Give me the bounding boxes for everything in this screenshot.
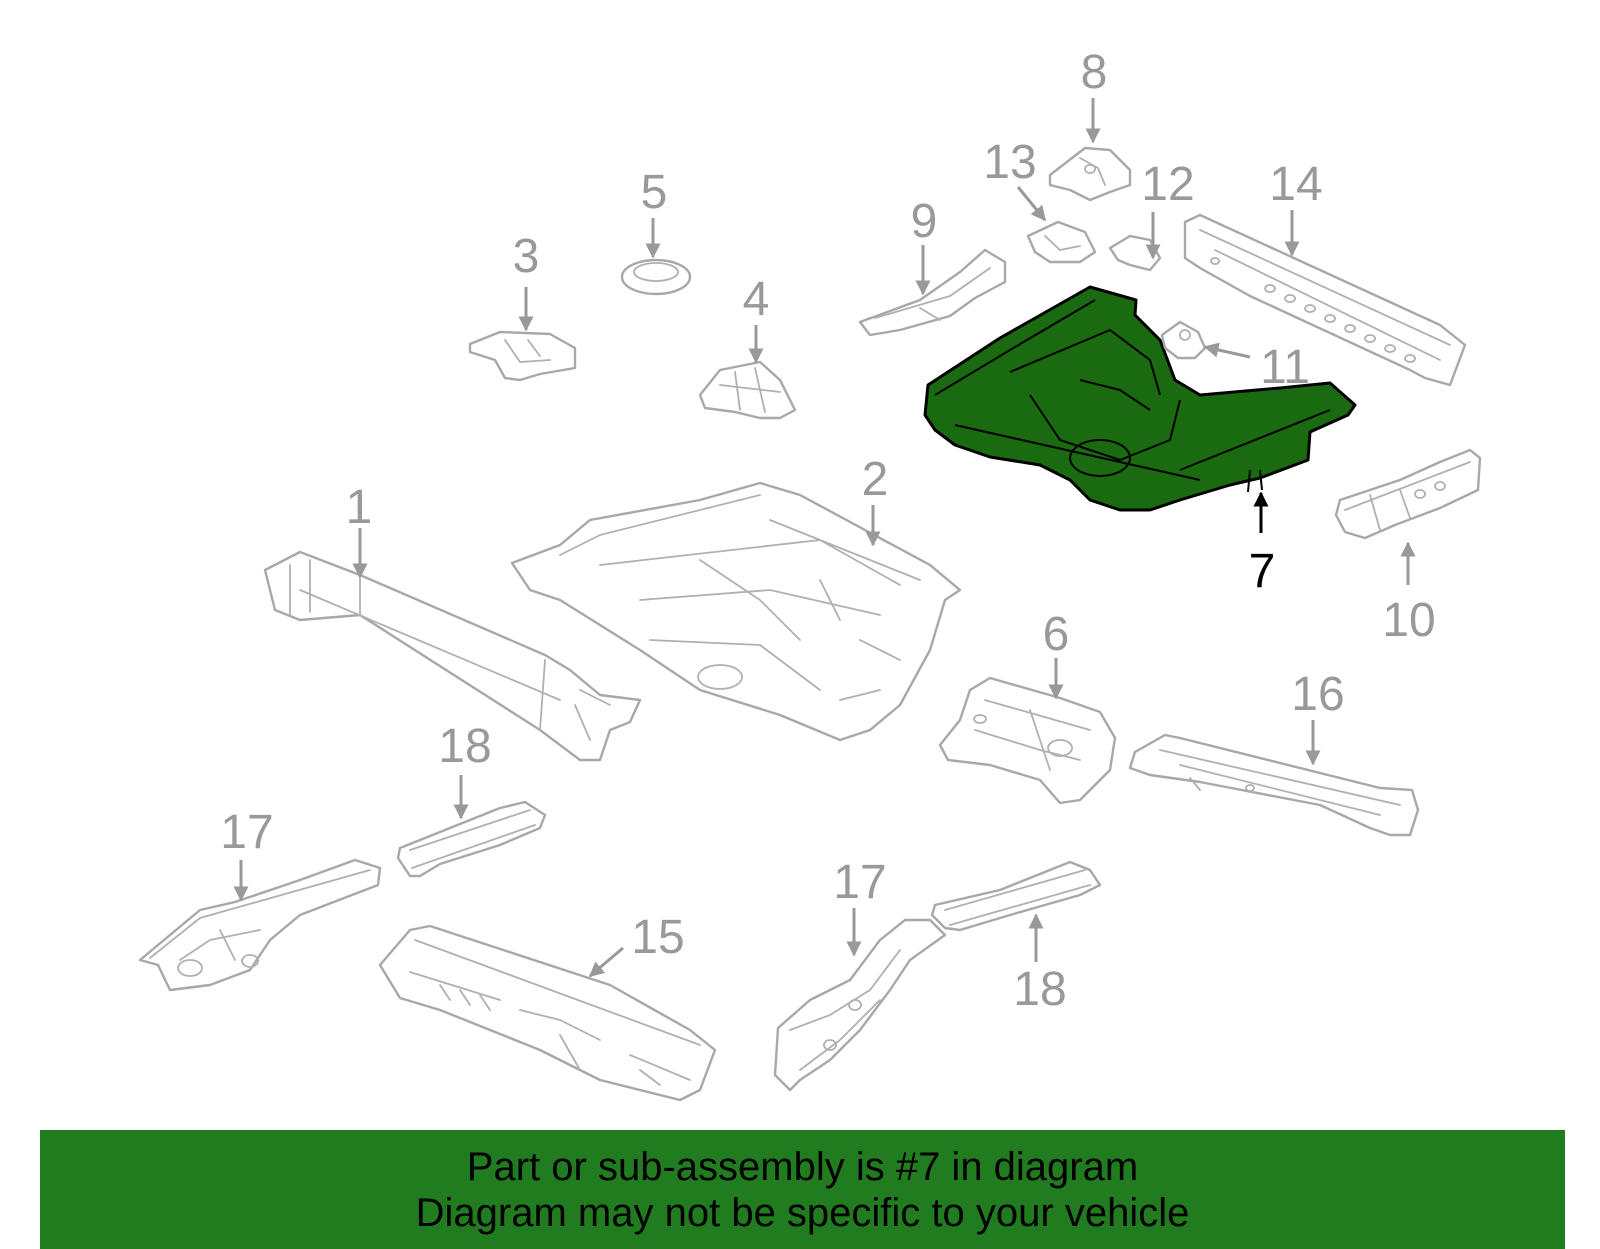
part-18-right	[930, 860, 1102, 932]
callout-6: 6	[1043, 608, 1070, 661]
part-17-right	[773, 918, 947, 1092]
part-11-grommet	[1160, 320, 1207, 360]
callout-3: 3	[513, 230, 540, 283]
parts-diagram: 1 2 3 4 5 6 7 8 9 10 11 12 13 14 15 16 1…	[138, 46, 1482, 1102]
part-10-bracket	[1334, 448, 1482, 540]
callout-7: 7	[1249, 545, 1276, 598]
callout-1: 1	[346, 481, 373, 534]
callout-10: 10	[1382, 594, 1435, 647]
part-3-bracket	[468, 330, 577, 382]
callout-17-left: 17	[220, 806, 273, 859]
part-13-bracket	[1026, 220, 1097, 264]
part-15-rocker	[378, 924, 717, 1102]
callout-18-right: 18	[1013, 963, 1066, 1016]
callout-12: 12	[1141, 158, 1194, 211]
callout-16: 16	[1291, 668, 1344, 721]
part-16-rail	[1128, 733, 1420, 837]
callout-11: 11	[1260, 341, 1310, 394]
part-7-spare-tire-well	[923, 285, 1357, 512]
callout-15: 15	[631, 911, 684, 964]
callout-4: 4	[743, 273, 770, 326]
info-banner: Part or sub-assembly is #7 in diagram Di…	[40, 1130, 1565, 1249]
part-5-plug	[620, 258, 692, 296]
callout-13: 13	[983, 136, 1036, 189]
callout-14: 14	[1269, 158, 1322, 211]
banner-line-1: Part or sub-assembly is #7 in diagram	[466, 1144, 1139, 1189]
part-4-mount	[698, 360, 797, 420]
banner-line-2: Diagram may not be specific to your vehi…	[415, 1190, 1190, 1235]
callout-5: 5	[641, 166, 668, 219]
part-6-pan	[938, 676, 1117, 805]
callout-9: 9	[911, 195, 938, 248]
part-2-floor-pan	[510, 481, 962, 742]
part-14-rear-member	[1183, 213, 1467, 387]
part-8-bracket	[1048, 146, 1132, 202]
callout-17-right: 17	[833, 856, 886, 909]
part-17-left	[138, 858, 382, 992]
callout-8: 8	[1081, 46, 1108, 99]
callout-18-left: 18	[438, 720, 491, 773]
part-18-left	[396, 800, 547, 878]
callout-2: 2	[862, 453, 889, 506]
part-9-reinforcement	[858, 248, 1007, 337]
part-1-side-rail	[263, 550, 642, 762]
leader-lines	[233, 98, 1416, 978]
callout-numbers: 1 2 3 4 5 6 7 8 9 10 11 12 13 14 15 16 1…	[220, 46, 1435, 1016]
